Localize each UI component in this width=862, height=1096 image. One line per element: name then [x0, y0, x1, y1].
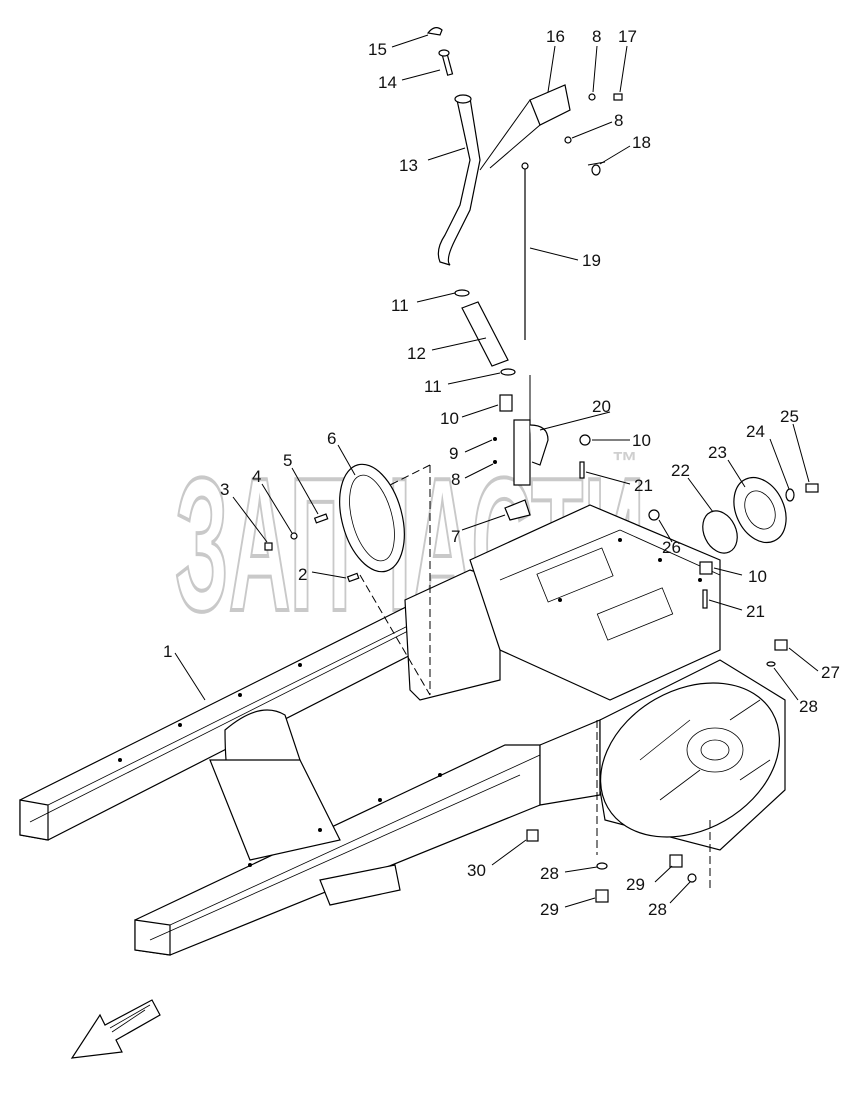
callout-4: 4 — [252, 467, 261, 486]
callout-27: 27 — [821, 663, 840, 682]
direction-arrow-icon — [70, 999, 161, 1059]
callout-6: 6 — [327, 429, 336, 448]
callout-7: 7 — [451, 527, 460, 546]
frame-assembly — [19, 504, 786, 956]
callout-5: 5 — [283, 451, 292, 470]
leader-lines — [174, 34, 819, 908]
callout-21: 21 — [746, 602, 765, 621]
callout-22: 22 — [671, 461, 690, 480]
callout-1: 1 — [163, 642, 172, 661]
callout-24: 24 — [746, 422, 765, 441]
callout-28: 28 — [799, 697, 818, 716]
callout-2: 2 — [298, 565, 307, 584]
loose-parts — [264, 27, 819, 903]
callout-10: 10 — [632, 431, 651, 450]
callout-8: 8 — [451, 470, 460, 489]
callout-28: 28 — [648, 900, 667, 919]
callout-15: 15 — [368, 40, 387, 59]
callout-29: 29 — [626, 875, 645, 894]
callout-11: 11 — [424, 377, 442, 396]
callout-20: 20 — [592, 397, 611, 416]
callout-18: 18 — [632, 133, 651, 152]
callout-8: 8 — [592, 27, 601, 46]
callout-8: 8 — [614, 111, 623, 130]
callout-11: 11 — [391, 296, 409, 315]
callout-23: 23 — [708, 443, 727, 462]
callout-30: 30 — [467, 861, 486, 880]
callout-3: 3 — [220, 480, 229, 499]
assembly-guides — [359, 464, 711, 890]
callout-17: 17 — [618, 27, 637, 46]
callout-10: 10 — [440, 409, 459, 428]
callout-14: 14 — [378, 73, 397, 92]
callout-13: 13 — [399, 156, 418, 175]
callout-16: 16 — [546, 27, 565, 46]
callout-28: 28 — [540, 864, 559, 883]
watermark-trademark: ™ — [612, 446, 638, 476]
callout-26: 26 — [662, 538, 681, 557]
callout-25: 25 — [780, 407, 799, 426]
callout-12: 12 — [407, 344, 426, 363]
callout-9: 9 — [449, 444, 458, 463]
callout-21: 21 — [634, 476, 653, 495]
callout-10: 10 — [748, 567, 767, 586]
callout-19: 19 — [582, 251, 601, 270]
callout-29: 29 — [540, 900, 559, 919]
callout-labels: 15 14 16 8 17 8 13 18 19 11 12 11 10 20 … — [163, 27, 840, 919]
